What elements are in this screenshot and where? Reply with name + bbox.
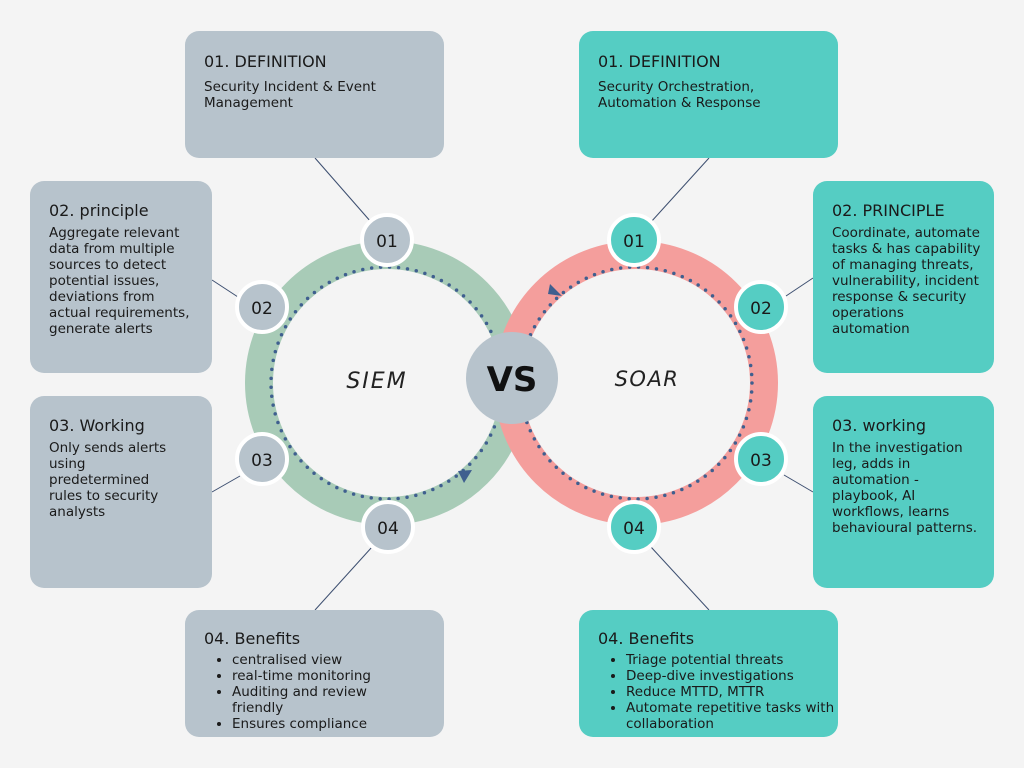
soar-node-04-label: 04 [623, 519, 645, 539]
soar-working-card: 03. working In the investigation leg, ad… [813, 396, 994, 588]
siem-working-title: 03. Working [49, 416, 145, 435]
list-item: Auditing and review friendly [232, 684, 407, 716]
siem-node-02-label: 02 [251, 299, 273, 319]
list-item: Deep-dive investigations [626, 668, 841, 684]
soar-principle-title: 02. PRINCIPLE [832, 201, 945, 220]
siem-definition-body: Security Incident & Event Management [204, 79, 376, 111]
siem-working-card: 03. Working Only sends alerts using pred… [30, 396, 212, 588]
connector-siem-03 [211, 475, 241, 493]
siem-benefits-list: centralised view real-time monitoring Au… [204, 652, 407, 732]
siem-working-body: Only sends alerts using predetermined ru… [49, 440, 167, 520]
list-item: Reduce MTTD, MTTR [626, 684, 841, 700]
soar-node-02: 02 [734, 280, 788, 334]
soar-benefits-card: 04. Benefits Triage potential threats De… [579, 610, 838, 737]
connector-soar-03 [783, 474, 814, 493]
siem-label: SIEM [346, 369, 407, 394]
soar-node-01-label: 01 [623, 232, 645, 252]
soar-definition-title: 01. DEFINITION [598, 52, 721, 71]
connector-soar-01 [650, 157, 710, 223]
siem-direction-arrow [458, 470, 472, 483]
list-item: real-time monitoring [232, 668, 407, 684]
soar-definition-body: Security Orchestration, Automation & Res… [598, 79, 761, 111]
siem-node-01-label: 01 [376, 232, 398, 252]
siem-node-02: 02 [235, 280, 289, 334]
soar-definition-card: 01. DEFINITION Security Orchestration, A… [579, 31, 838, 158]
siem-node-01: 01 [360, 213, 414, 267]
list-item: Ensures compliance [232, 716, 407, 732]
soar-benefits-title: 04. Benefits [598, 629, 695, 648]
siem-principle-title: 02. principle [49, 201, 149, 220]
siem-principle-body: Aggregate relevant data from multiple so… [49, 225, 190, 337]
soar-node-04: 04 [607, 500, 661, 554]
soar-direction-arrow [548, 284, 562, 296]
siem-principle-card: 02. principle Aggregate relevant data fr… [30, 181, 212, 373]
vs-label: VS [487, 360, 538, 400]
soar-working-body: In the investigation leg, adds in automa… [832, 440, 978, 536]
soar-working-title: 03. working [832, 416, 926, 435]
siem-definition-title: 01. DEFINITION [204, 52, 327, 71]
connector-siem-04 [314, 546, 373, 611]
list-item: Triage potential threats [626, 652, 841, 668]
vs-circle [466, 332, 558, 424]
soar-principle-body: Coordinate, automate tasks & has capabil… [832, 225, 981, 337]
connector-siem-01 [314, 157, 372, 223]
soar-node-03: 03 [734, 432, 788, 486]
soar-benefits-list: Triage potential threats Deep-dive inves… [598, 652, 841, 732]
siem-node-03: 03 [235, 432, 289, 486]
siem-benefits-card: 04. Benefits centralised view real-time … [185, 610, 444, 737]
siem-node-04: 04 [361, 500, 415, 554]
soar-dotted-path [518, 265, 754, 501]
soar-node-02-label: 02 [750, 299, 772, 319]
siem-node-03-label: 03 [251, 451, 273, 471]
siem-benefits-title: 04. Benefits [204, 629, 301, 648]
siem-node-04-label: 04 [377, 519, 399, 539]
connector-soar-02 [785, 277, 814, 297]
soar-node-03-label: 03 [750, 451, 772, 471]
soar-principle-card: 02. PRINCIPLE Coordinate, automate tasks… [813, 181, 994, 373]
list-item: Automate repetitive tasks with collabora… [626, 700, 841, 732]
soar-label: SOAR [615, 367, 680, 391]
siem-definition-card: 01. DEFINITION Security Incident & Event… [185, 31, 444, 158]
list-item: centralised view [232, 652, 407, 668]
connector-soar-04 [650, 546, 710, 611]
connector-siem-02 [211, 279, 239, 298]
soar-node-01: 01 [607, 213, 661, 267]
